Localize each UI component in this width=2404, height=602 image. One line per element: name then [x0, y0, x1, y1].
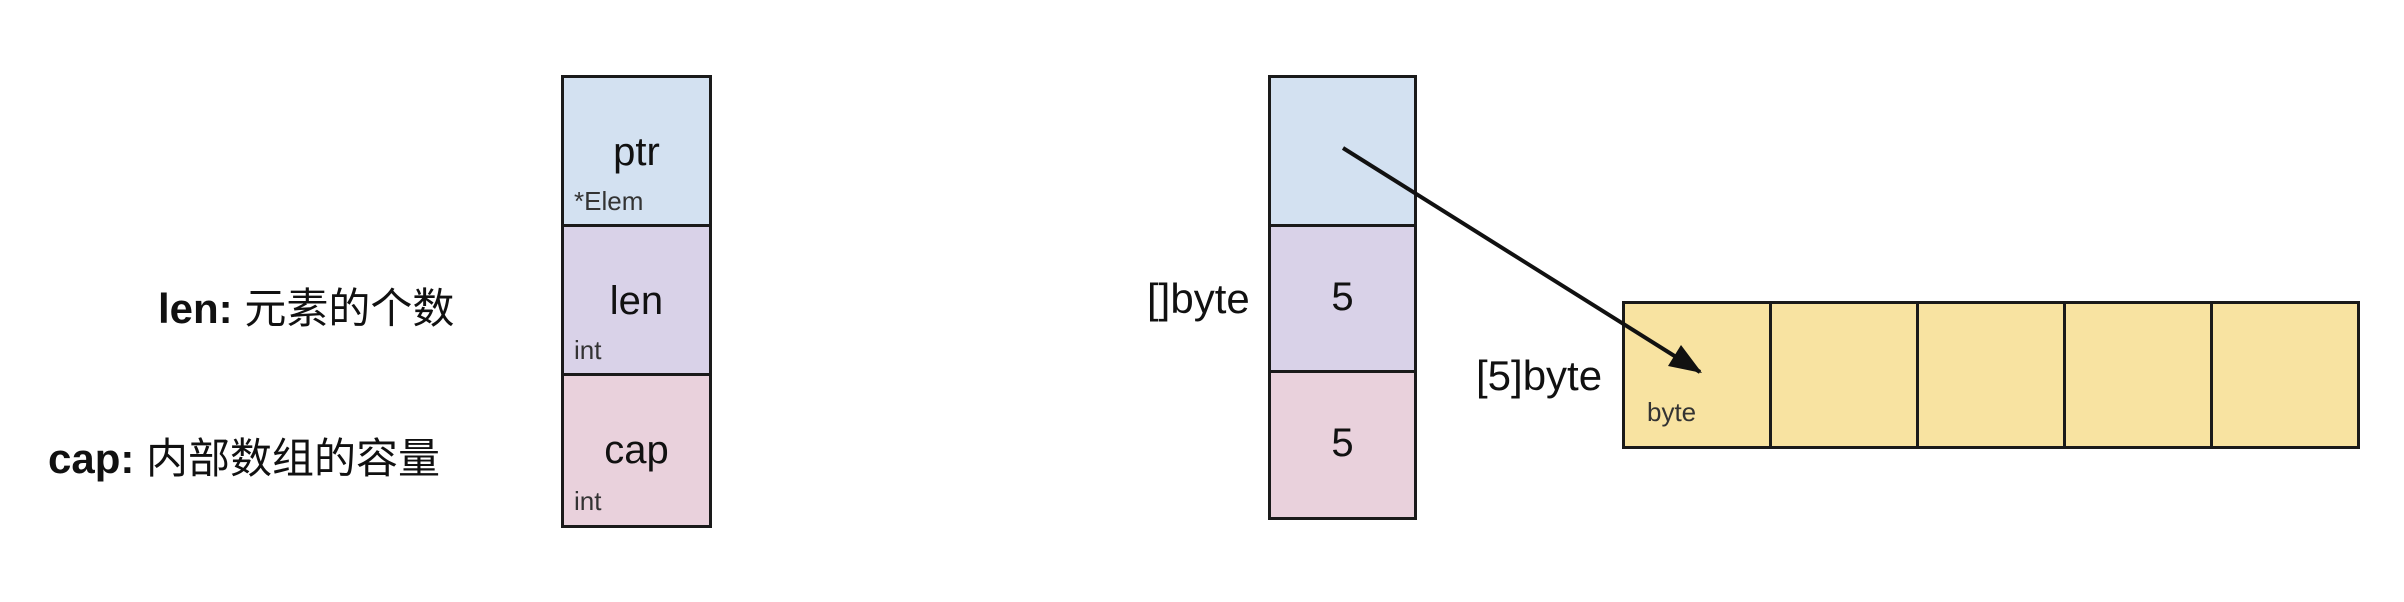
- array-cell-1: [1769, 301, 1919, 449]
- len-key: len:: [158, 285, 233, 332]
- cap-desc: 内部数组的容量: [146, 435, 441, 482]
- array-cell-2: [1916, 301, 2066, 449]
- ptr-field: ptr *Elem: [561, 75, 712, 227]
- array-type-label: [5]byte: [1476, 352, 1603, 399]
- ptr-field-name: ptr: [613, 130, 660, 174]
- cap-field-type: int: [574, 486, 602, 516]
- array-element-type: byte: [1647, 397, 1697, 427]
- cap-description: cap: 内部数组的容量: [48, 425, 440, 486]
- array-cell-4: [2210, 301, 2360, 449]
- example-len-value: 5: [1331, 275, 1354, 319]
- array-cell-0: byte: [1622, 301, 1772, 449]
- ptr-field-type: *Elem: [574, 186, 644, 216]
- example-ptr-cell: [1268, 75, 1417, 227]
- example-cap-cell: 5: [1268, 370, 1417, 520]
- cap-field: cap int: [561, 373, 712, 528]
- len-description: len: 元素的个数: [158, 275, 454, 336]
- slice-type-label: []byte: [1147, 275, 1250, 322]
- example-len-cell: 5: [1268, 224, 1417, 373]
- array-cell-3: [2063, 301, 2213, 449]
- len-field: len int: [561, 224, 712, 376]
- cap-field-name: cap: [604, 428, 669, 472]
- example-cap-value: 5: [1331, 421, 1354, 465]
- cap-key: cap:: [48, 435, 135, 482]
- len-field-type: int: [574, 335, 602, 365]
- len-field-name: len: [609, 279, 664, 323]
- len-desc: 元素的个数: [244, 285, 455, 332]
